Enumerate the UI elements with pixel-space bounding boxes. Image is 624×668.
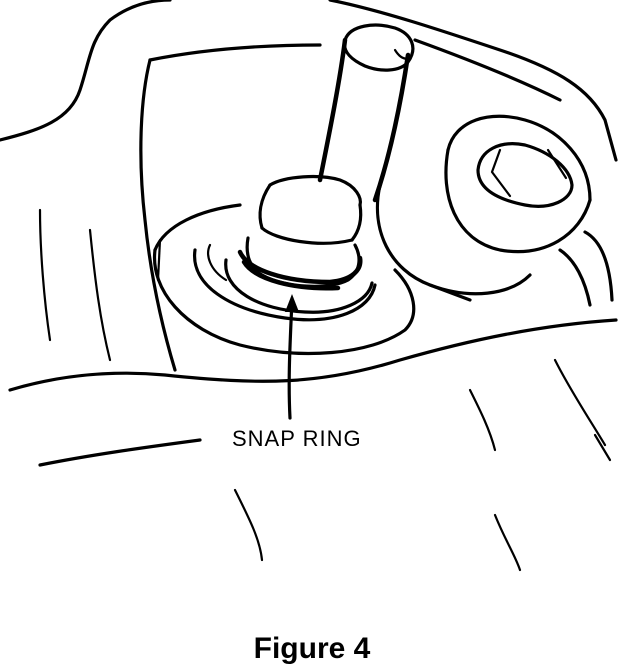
snap-ring-leader — [285, 294, 299, 420]
lower-body — [8, 318, 618, 572]
shaft-assembly — [207, 23, 415, 314]
mounting-boss — [152, 203, 416, 356]
housing-casting — [0, 0, 618, 372]
snap-ring-label: SNAP RING — [232, 426, 362, 451]
figure-caption: Figure 4 — [253, 632, 371, 665]
hex-plug — [375, 114, 614, 307]
